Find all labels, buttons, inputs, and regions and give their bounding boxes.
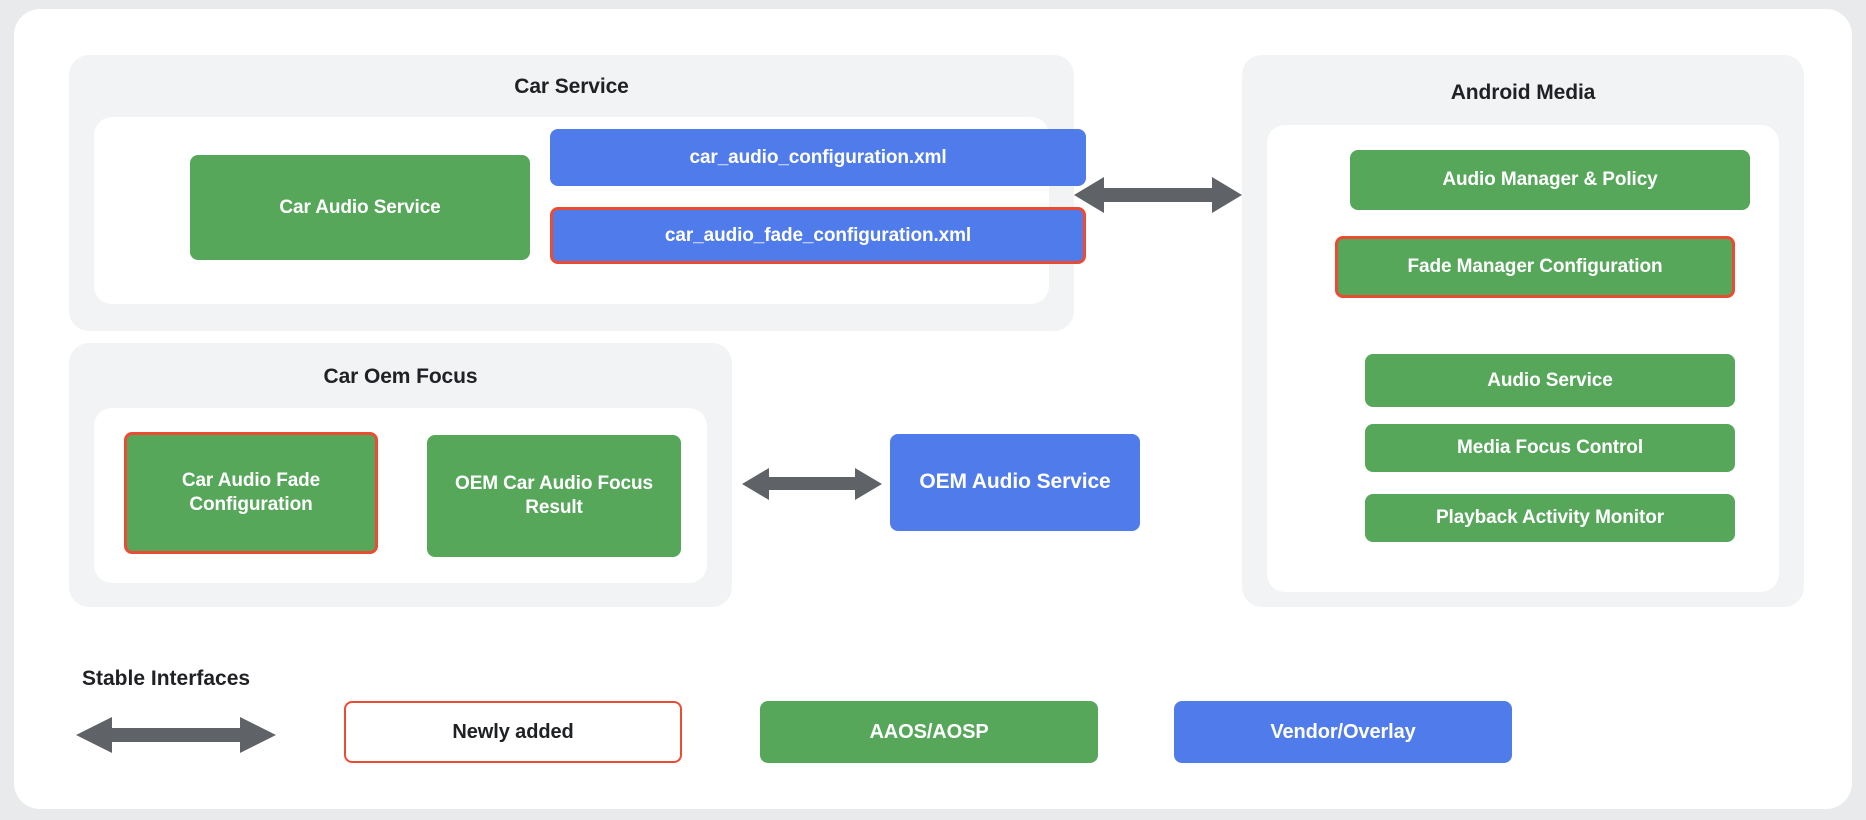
node-playback-activity-monitor[interactable]: Playback Activity Monitor (1365, 494, 1735, 542)
node-media-focus-control[interactable]: Media Focus Control (1365, 424, 1735, 472)
double-arrow-icon-car-oem-focus-to-oem-audio-service (742, 468, 882, 500)
legend-item-aaos-aosp[interactable]: AAOS/AOSP (760, 701, 1098, 763)
node-car-audio-fade-configuration[interactable]: Car Audio Fade Configuration (124, 432, 378, 554)
legend-stable-interfaces-label: Stable Interfaces (82, 667, 251, 690)
node-car-audio-service-label: Car Audio Service (279, 196, 441, 218)
group-car-oem-focus-title: Car Oem Focus (323, 365, 478, 388)
group-car-service-title: Car Service (514, 75, 629, 98)
legend-item-aaos-aosp-label: AAOS/AOSP (869, 720, 989, 743)
group-android-media-title: Android Media (1450, 81, 1596, 104)
node-fade-manager-configuration-label: Fade Manager Configuration (1407, 256, 1663, 278)
double-arrow-icon-legend (76, 717, 276, 753)
node-oem-audio-service[interactable]: OEM Audio Service (890, 434, 1140, 531)
legend-item-newly-added[interactable]: Newly added (344, 701, 682, 763)
legend-item-vendor-overlay-label: Vendor/Overlay (1270, 720, 1416, 743)
group-car-service-panel: Car Audio Service car_audio_configuratio… (94, 117, 1086, 304)
node-fade-manager-configuration[interactable]: Fade Manager Configuration (1335, 236, 1735, 298)
legend-item-vendor-overlay[interactable]: Vendor/Overlay (1174, 701, 1512, 763)
node-media-focus-control-label: Media Focus Control (1457, 437, 1643, 459)
group-android-media-panel: Audio Manager & Policy Fade Manager Conf… (1267, 125, 1779, 592)
node-oem-audio-service-label: OEM Audio Service (919, 470, 1111, 494)
group-car-service: Car Service Car Audio Service car_audio_… (69, 55, 1086, 331)
node-car-audio-fade-configuration-xml-label: car_audio_fade_configuration.xml (664, 224, 972, 246)
node-car-audio-configuration-xml[interactable]: car_audio_configuration.xml (550, 129, 1086, 186)
node-audio-service[interactable]: Audio Service (1365, 354, 1735, 407)
double-arrow-icon-car-service-to-android-media (1074, 177, 1242, 213)
group-car-oem-focus-panel: Car Audio Fade Configuration OEM Car Aud… (94, 408, 707, 583)
group-car-oem-focus: Car Oem Focus Car Audio Fade Configurati… (69, 343, 732, 607)
node-oem-car-audio-focus-result-label: OEM Car Audio Focus Result (455, 473, 653, 518)
node-audio-service-label: Audio Service (1487, 369, 1613, 391)
node-audio-manager-policy[interactable]: Audio Manager & Policy (1350, 150, 1750, 210)
node-car-audio-fade-configuration-xml[interactable]: car_audio_fade_configuration.xml (550, 207, 1086, 264)
diagram-card: Car Service Car Audio Service car_audio_… (14, 9, 1852, 809)
node-car-audio-configuration-xml-label: car_audio_configuration.xml (689, 146, 947, 168)
legend-item-newly-added-label: Newly added (452, 720, 574, 743)
group-android-media: Android Media Audio Manager & Policy Fad… (1242, 55, 1804, 607)
node-playback-activity-monitor-label: Playback Activity Monitor (1435, 507, 1665, 529)
node-car-audio-fade-configuration-label: Car Audio Fade Configuration (181, 470, 321, 515)
node-oem-car-audio-focus-result[interactable]: OEM Car Audio Focus Result (427, 435, 681, 557)
node-car-audio-service[interactable]: Car Audio Service (190, 155, 530, 260)
node-audio-manager-policy-label: Audio Manager & Policy (1442, 169, 1658, 191)
